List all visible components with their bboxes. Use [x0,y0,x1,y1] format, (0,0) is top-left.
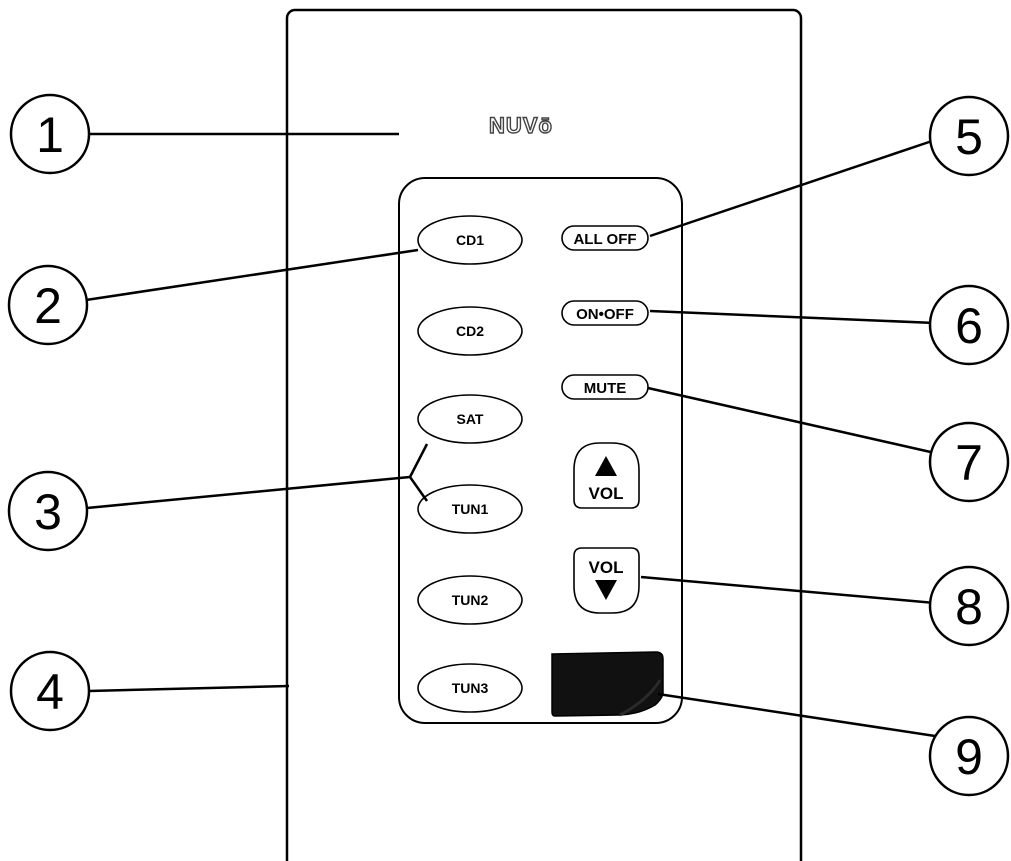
mute-label: MUTE [584,380,627,397]
svg-text:9: 9 [955,729,983,785]
svg-text:5: 5 [955,109,983,165]
svg-text:6: 6 [955,298,983,354]
callout-3: 3 [7,470,89,552]
svg-text:3: 3 [34,484,62,540]
all-off-button[interactable]: ALL OFF [561,225,649,251]
source-button-tun1[interactable]: TUN1 [417,484,523,534]
on-off-button[interactable]: ON•OFF [561,300,649,326]
volume-down-button[interactable]: VOL [573,547,640,614]
volume-up-button[interactable]: VOL [573,442,640,509]
callout-2: 2 [7,264,89,346]
ir-receiver-window [551,651,664,717]
volume-down-label: VOL [589,558,624,577]
svg-text:4: 4 [36,664,64,720]
on-off-label: ON•OFF [576,306,634,323]
callout-1: 1 [9,93,91,175]
arrow-up-icon [595,456,617,476]
callout-4: 4 [9,650,91,732]
source-button-label: CD1 [456,232,484,248]
callout-9: 9 [928,715,1010,797]
source-button-label: CD2 [456,323,484,339]
callout-7: 7 [928,421,1010,503]
source-button-sat[interactable]: SAT [417,394,523,444]
arrow-down-icon [595,580,617,600]
svg-text:1: 1 [36,107,64,163]
source-button-label: TUN1 [452,501,489,517]
ir-window-highlight [619,679,662,717]
leader-lines [85,132,936,738]
svg-text:2: 2 [34,278,62,334]
svg-text:7: 7 [955,435,983,491]
source-button-cd2[interactable]: CD2 [417,306,523,356]
all-off-label: ALL OFF [573,231,636,248]
callout-5: 5 [928,95,1010,177]
mute-button[interactable]: MUTE [561,374,649,400]
volume-up-label: VOL [589,484,624,503]
source-button-cd1[interactable]: CD1 [417,215,523,265]
source-button-label: TUN2 [452,592,489,608]
source-button-tun2[interactable]: TUN2 [417,575,523,625]
source-button-tun3[interactable]: TUN3 [417,663,523,713]
svg-text:8: 8 [955,579,983,635]
callout-8: 8 [928,565,1010,647]
source-button-label: TUN3 [452,680,489,696]
nuvo-logo: NUVō [489,113,553,138]
callout-6: 6 [928,284,1010,366]
source-button-label: SAT [457,411,484,427]
